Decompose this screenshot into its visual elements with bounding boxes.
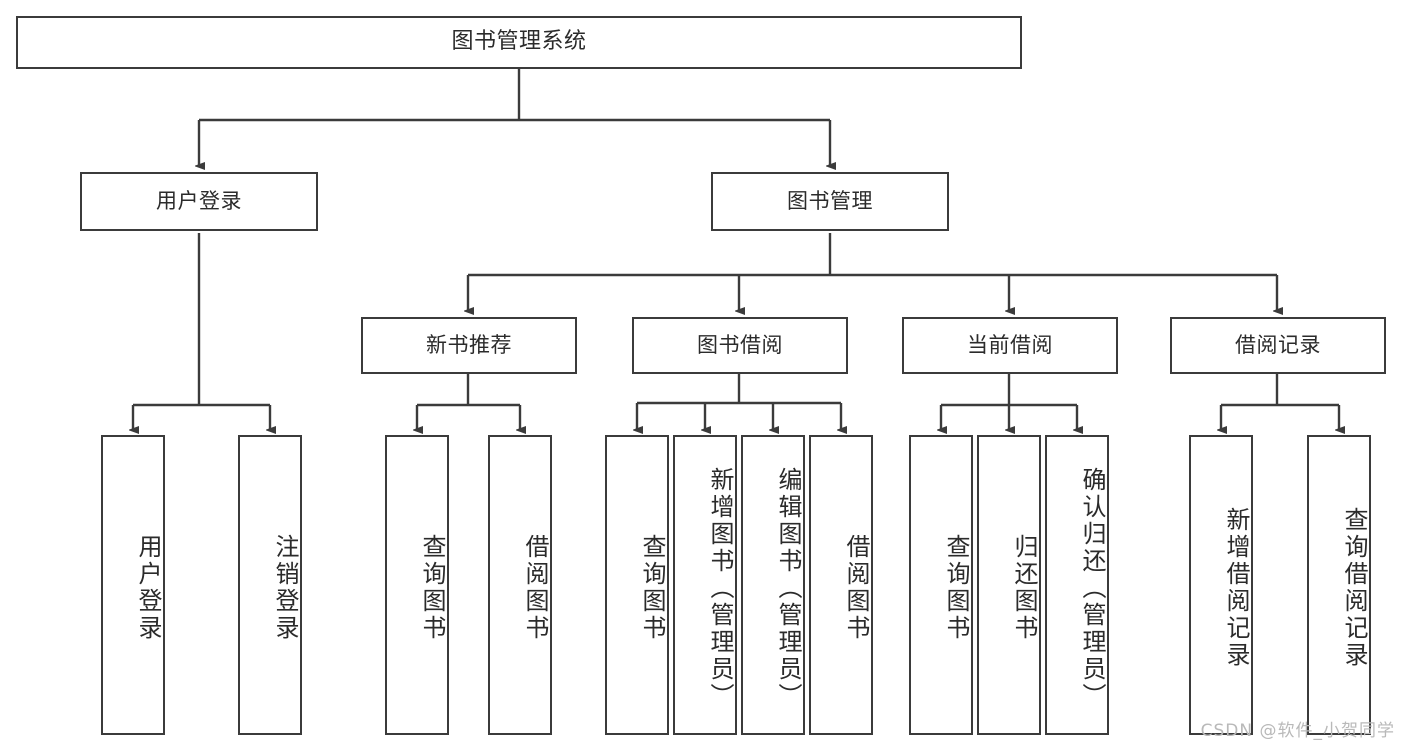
node-label: 新书推荐 bbox=[426, 332, 512, 357]
leaf-return-book[interactable]: 归还图书 bbox=[977, 435, 1041, 735]
leaf-query-book-current[interactable]: 查询图书 bbox=[909, 435, 973, 735]
node-label: 图书管理系统 bbox=[451, 29, 587, 55]
leaf-confirm-return[interactable]: 确认归还（管理员） bbox=[1045, 435, 1109, 735]
node-label: 图书借阅 bbox=[697, 332, 783, 357]
csdn-watermark: CSDN @软件_小贺同学 bbox=[1200, 721, 1395, 741]
node-label: 借阅记录 bbox=[1235, 332, 1321, 357]
node-label: 借阅图书 bbox=[842, 534, 870, 642]
node-label: 查询图书 bbox=[418, 534, 446, 642]
node-label: 归还图书 bbox=[1010, 534, 1038, 642]
node-label: 查询图书 bbox=[638, 534, 666, 642]
node-label: 查询图书 bbox=[942, 534, 970, 642]
node-root-book-management-system[interactable]: 图书管理系统 bbox=[16, 16, 1022, 69]
node-label: 新增图书（管理员） bbox=[706, 466, 734, 710]
leaf-query-borrow-record[interactable]: 查询借阅记录 bbox=[1307, 435, 1371, 735]
node-label: 用户登录 bbox=[156, 188, 242, 213]
node-book-management[interactable]: 图书管理 bbox=[711, 172, 949, 231]
node-borrow-record[interactable]: 借阅记录 bbox=[1170, 317, 1386, 374]
node-user-login[interactable]: 用户登录 bbox=[80, 172, 318, 231]
leaf-borrow-book-recommend[interactable]: 借阅图书 bbox=[488, 435, 552, 735]
leaf-query-book-recommend[interactable]: 查询图书 bbox=[385, 435, 449, 735]
leaf-add-book[interactable]: 新增图书（管理员） bbox=[673, 435, 737, 735]
node-label: 借阅图书 bbox=[521, 534, 549, 642]
leaf-edit-book[interactable]: 编辑图书（管理员） bbox=[741, 435, 805, 735]
node-label: 图书管理 bbox=[787, 188, 873, 213]
leaf-logout[interactable]: 注销登录 bbox=[238, 435, 302, 735]
node-label: 当前借阅 bbox=[967, 332, 1053, 357]
leaf-user-login[interactable]: 用户登录 bbox=[101, 435, 165, 735]
node-label: 编辑图书（管理员） bbox=[774, 466, 802, 710]
leaf-borrow-book[interactable]: 借阅图书 bbox=[809, 435, 873, 735]
node-label: 注销登录 bbox=[271, 534, 299, 642]
node-label: 查询借阅记录 bbox=[1340, 507, 1368, 669]
node-label: 新增借阅记录 bbox=[1222, 507, 1250, 669]
node-label: 用户登录 bbox=[134, 534, 162, 642]
node-label: 确认归还（管理员） bbox=[1078, 466, 1106, 710]
node-book-borrow[interactable]: 图书借阅 bbox=[632, 317, 848, 374]
leaf-add-borrow-record[interactable]: 新增借阅记录 bbox=[1189, 435, 1253, 735]
node-current-borrow[interactable]: 当前借阅 bbox=[902, 317, 1118, 374]
node-new-book-recommend[interactable]: 新书推荐 bbox=[361, 317, 577, 374]
leaf-query-book-borrow[interactable]: 查询图书 bbox=[605, 435, 669, 735]
